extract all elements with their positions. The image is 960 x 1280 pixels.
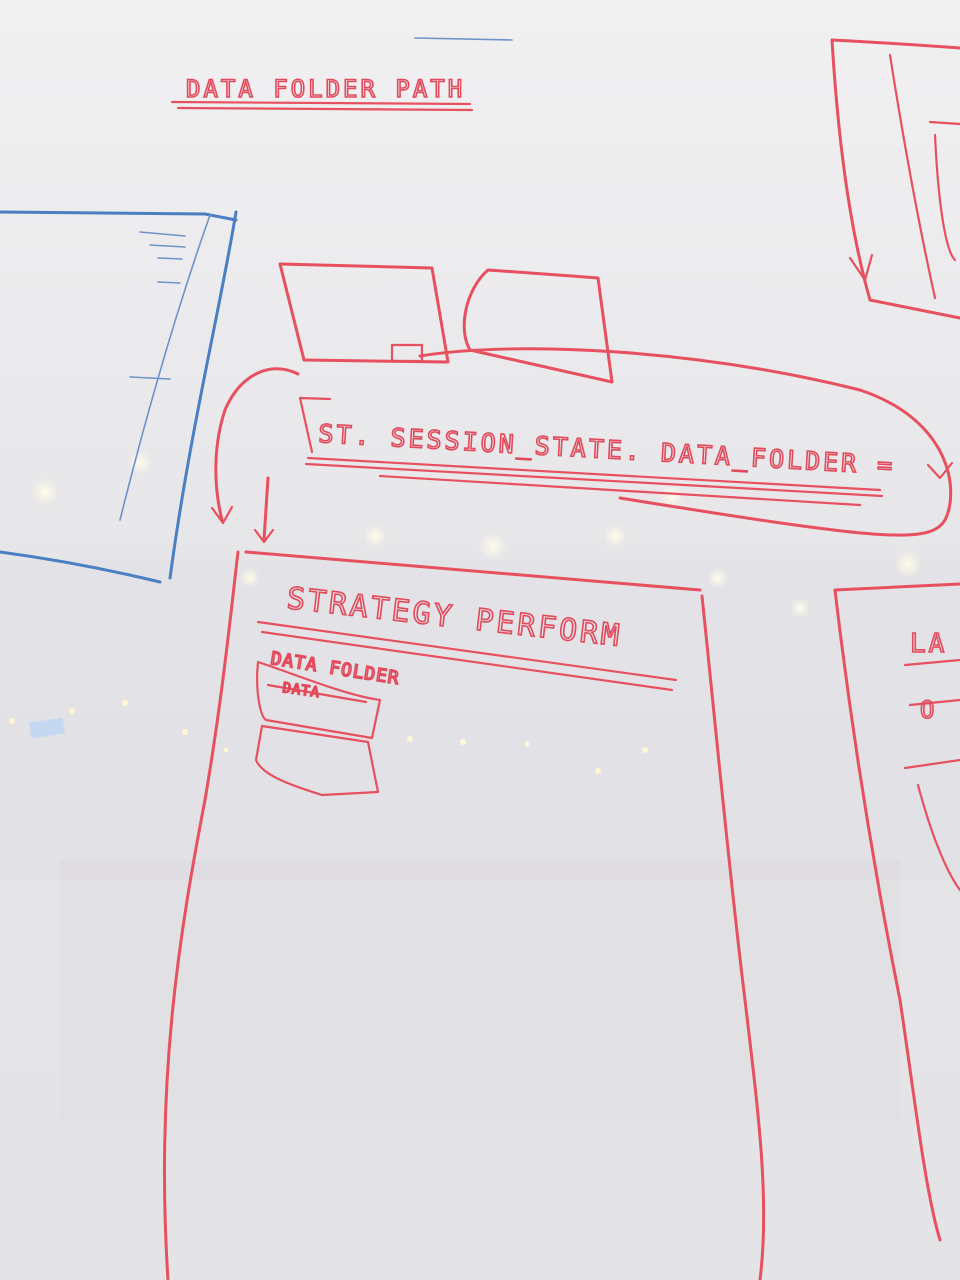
data-folder-widget xyxy=(254,660,382,797)
strategy-page-frame xyxy=(162,550,766,1280)
right-top-frame xyxy=(830,38,960,320)
wireframe-box-right xyxy=(462,268,614,384)
top-heading-underline xyxy=(170,100,474,112)
top-heading-text: DATA FOLDER PATH xyxy=(186,75,465,103)
wireframe-box-left xyxy=(278,262,450,364)
data-box-label: DATA xyxy=(281,680,321,701)
flow-arrow-loop xyxy=(210,347,954,544)
right-partial-label-2: O xyxy=(920,696,937,724)
right-bottom-frame xyxy=(833,582,960,1242)
blue-marker-sketch xyxy=(0,37,513,584)
light-reflections xyxy=(9,450,922,774)
right-partial-label-1: LA xyxy=(910,629,947,659)
session-state-frame xyxy=(298,396,884,507)
shadow-reflection xyxy=(60,860,900,1120)
